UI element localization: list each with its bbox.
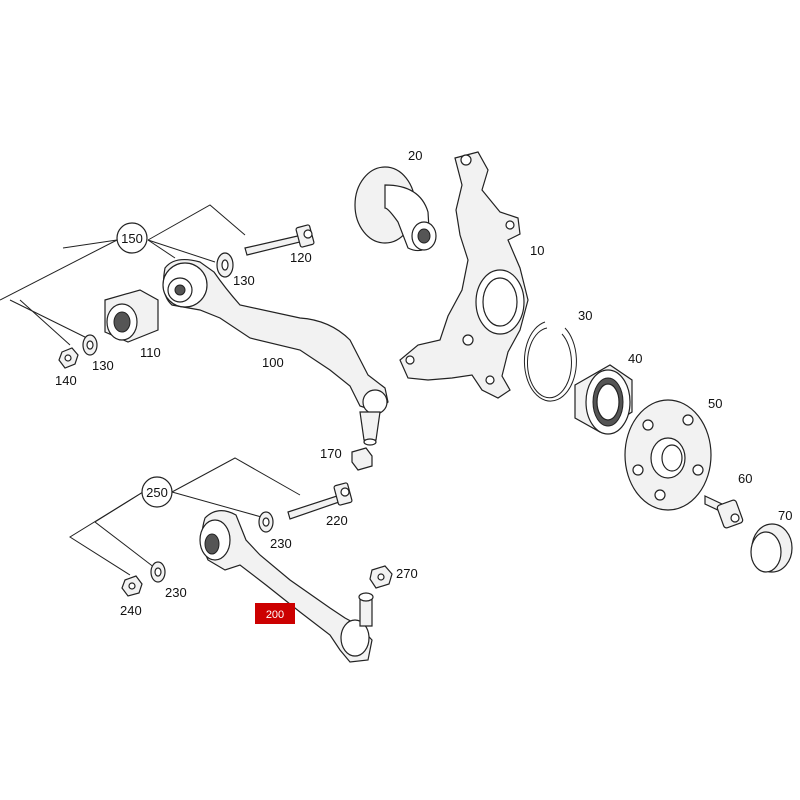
callout-230-lower: 230 <box>165 585 187 600</box>
part-110-bushing <box>104 289 159 343</box>
part-130-washer-upper <box>216 252 234 278</box>
part-70-cap <box>750 523 793 573</box>
part-220-bolt <box>287 482 353 520</box>
part-230-washer-upper <box>258 511 274 533</box>
part-270-nut <box>369 565 393 589</box>
callout-120: 120 <box>290 250 312 265</box>
callout-10: 10 <box>530 243 544 258</box>
callout-140: 140 <box>55 373 77 388</box>
callout-150: 150 <box>121 231 143 246</box>
callout-20: 20 <box>408 148 422 163</box>
callout-130-lower: 130 <box>92 358 114 373</box>
part-60-bolt <box>704 495 744 529</box>
callout-30: 30 <box>578 308 592 323</box>
part-170-nut <box>351 447 373 471</box>
callout-100: 100 <box>262 355 284 370</box>
callout-170: 170 <box>320 446 342 461</box>
callout-250: 250 <box>146 485 168 500</box>
part-40-bearing <box>574 364 633 435</box>
part-230-washer-lower <box>150 561 166 583</box>
part-120-bolt <box>244 224 315 256</box>
callout-110: 110 <box>140 345 161 360</box>
callout-50: 50 <box>708 396 722 411</box>
callout-220: 220 <box>326 513 348 528</box>
callout-70: 70 <box>778 508 792 523</box>
callout-200: 200 <box>266 609 284 621</box>
part-50-hub <box>624 399 712 511</box>
callout-130-upper: 130 <box>233 273 255 288</box>
part-240-nut <box>121 575 143 597</box>
part-130-washer-lower <box>82 334 98 356</box>
callout-250-circle: 250 <box>141 476 173 508</box>
highlight-200: 200 <box>255 603 295 624</box>
part-200-lower-arm <box>199 510 374 663</box>
leader-lines-150 <box>0 204 246 346</box>
part-10-knuckle <box>399 151 529 399</box>
leader-lines-250 <box>69 457 301 576</box>
callout-230-upper: 230 <box>270 536 292 551</box>
callout-40: 40 <box>628 351 642 366</box>
part-100-control-arm <box>162 258 389 446</box>
callout-60: 60 <box>738 471 752 486</box>
part-20-flange <box>354 166 437 252</box>
callout-270: 270 <box>396 566 418 581</box>
part-30-circlip <box>523 321 577 402</box>
callout-150-circle: 150 <box>116 222 148 254</box>
callout-240: 240 <box>120 603 142 618</box>
part-140-nut <box>58 347 79 369</box>
